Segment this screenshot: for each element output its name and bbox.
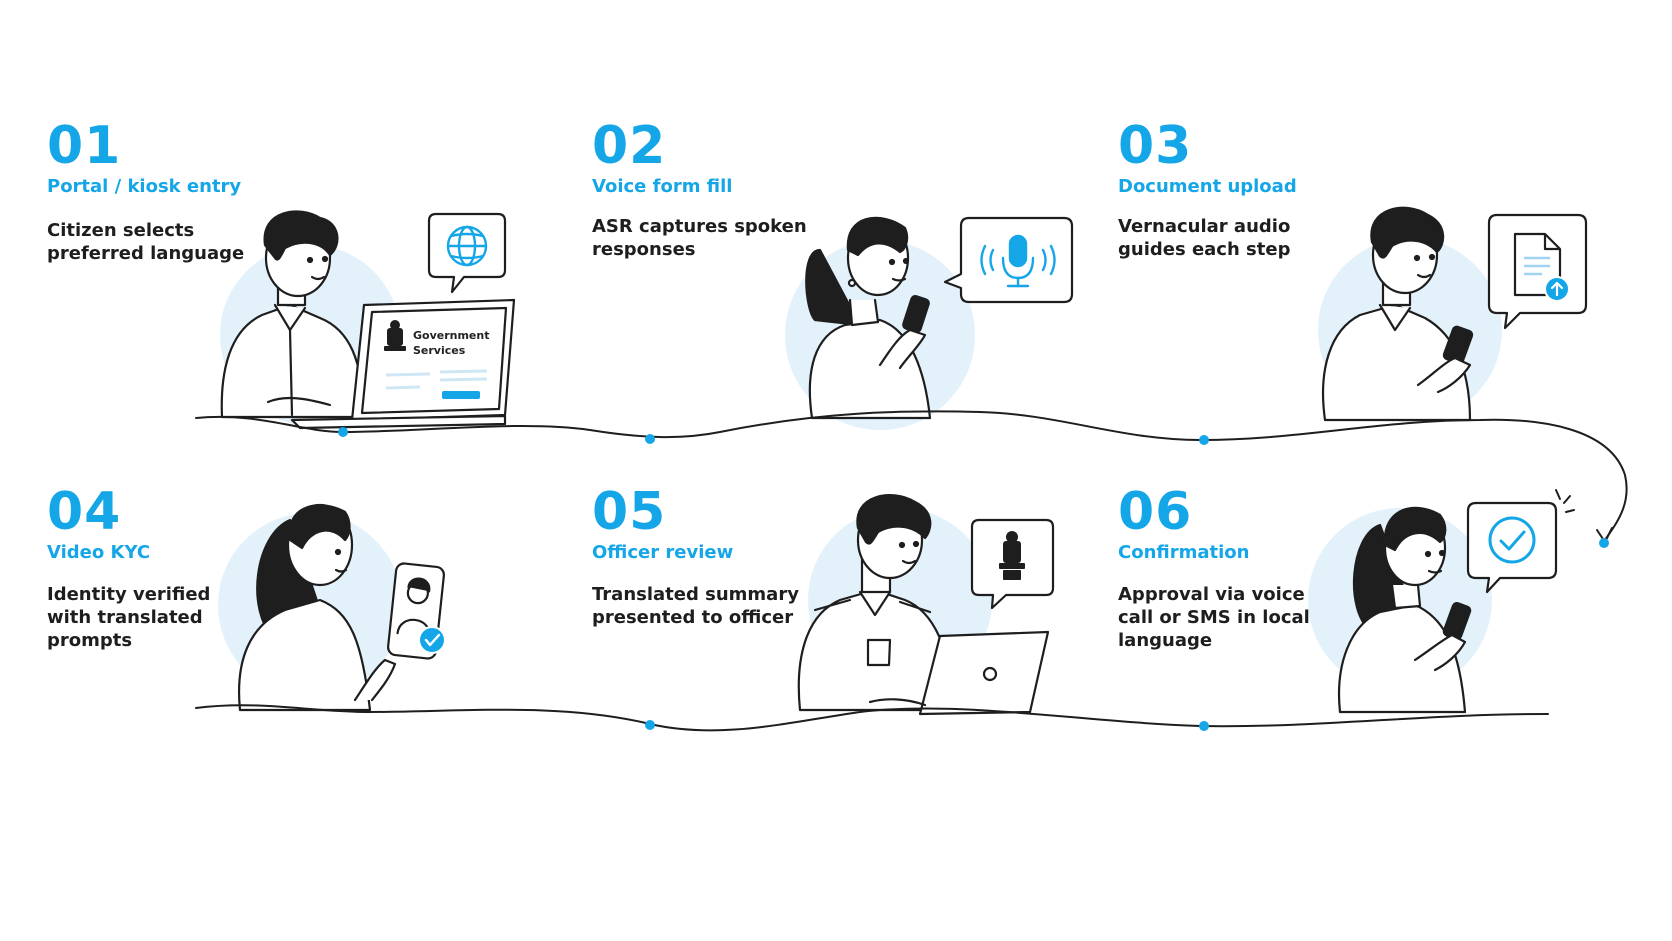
step-title: Document upload <box>1118 176 1297 197</box>
step-number: 01 <box>47 116 122 176</box>
step-description: Citizen selects preferred language <box>47 219 277 265</box>
step-number: 04 <box>47 482 122 542</box>
step-title: Voice form fill <box>592 176 733 197</box>
globe-icon <box>446 225 488 267</box>
step-title: Video KYC <box>47 542 151 563</box>
desc-line: with translated <box>47 607 203 628</box>
person-man-phone <box>1321 206 1474 422</box>
step-title: Confirmation <box>1118 542 1250 563</box>
person-woman-phone <box>805 216 932 420</box>
person-woman-kyc <box>238 503 446 712</box>
mic-bubble <box>943 216 1074 304</box>
desc-line: presented to officer <box>592 607 794 628</box>
step-02: 02 Voice form fill ASR captures spoken r… <box>592 120 822 261</box>
laptop-screen-line1: Government <box>413 329 489 342</box>
check-bubble <box>1466 489 1575 594</box>
desc-line: language <box>1118 630 1213 651</box>
desc-line: Vernacular audio <box>1118 216 1291 237</box>
desc-line: preferred language <box>47 243 245 264</box>
microphone-icon <box>980 234 1056 288</box>
desc-line: Translated summary <box>592 584 799 605</box>
laptop-screen-line2: Services <box>413 344 466 357</box>
step-number: 06 <box>1118 482 1193 542</box>
step-description: Approval via voice call or SMS in local … <box>1118 583 1348 652</box>
desc-line: call or SMS in local <box>1118 607 1310 628</box>
step-04: 04 Video KYC Identity verified with tran… <box>47 486 277 652</box>
step-number: 03 <box>1118 116 1193 176</box>
desc-line: Approval via voice <box>1118 584 1305 605</box>
step-01: 01 Portal / kiosk entry Citizen selects … <box>47 120 277 265</box>
desc-line: prompts <box>47 630 133 651</box>
step-description: ASR captures spoken responses <box>592 215 822 261</box>
step-description: Translated summary presented to officer <box>592 583 822 629</box>
globe-bubble <box>427 212 507 294</box>
step-description: Vernacular audio guides each step <box>1118 215 1348 261</box>
desc-line: ASR captures spoken <box>592 216 807 237</box>
step-title: Portal / kiosk entry <box>47 176 242 197</box>
desc-line: Identity verified <box>47 584 211 605</box>
step-title: Officer review <box>592 542 734 563</box>
emblem-bubble <box>970 518 1055 610</box>
step-03: 03 Document upload Vernacular audio guid… <box>1118 120 1348 261</box>
emblem-icon <box>384 320 406 351</box>
desc-line: responses <box>592 239 696 260</box>
person-officer <box>797 494 1050 716</box>
timeline-dots <box>338 427 1609 731</box>
desc-line: Citizen selects <box>47 220 195 241</box>
step-number: 02 <box>592 116 667 176</box>
step-description: Identity verified with translated prompt… <box>47 583 277 652</box>
step-number: 05 <box>592 482 667 542</box>
laptop-device <box>290 298 516 430</box>
step-05: 05 Officer review Translated summary pre… <box>592 486 822 629</box>
desc-line: guides each step <box>1118 239 1291 260</box>
step-06: 06 Confirmation Approval via voice call … <box>1118 486 1348 652</box>
person-woman-confirm <box>1338 506 1472 714</box>
document-bubble <box>1487 213 1588 330</box>
emblem-icon <box>999 531 1025 580</box>
document-upload-icon <box>1513 232 1570 302</box>
checkmark-icon <box>1488 516 1536 564</box>
